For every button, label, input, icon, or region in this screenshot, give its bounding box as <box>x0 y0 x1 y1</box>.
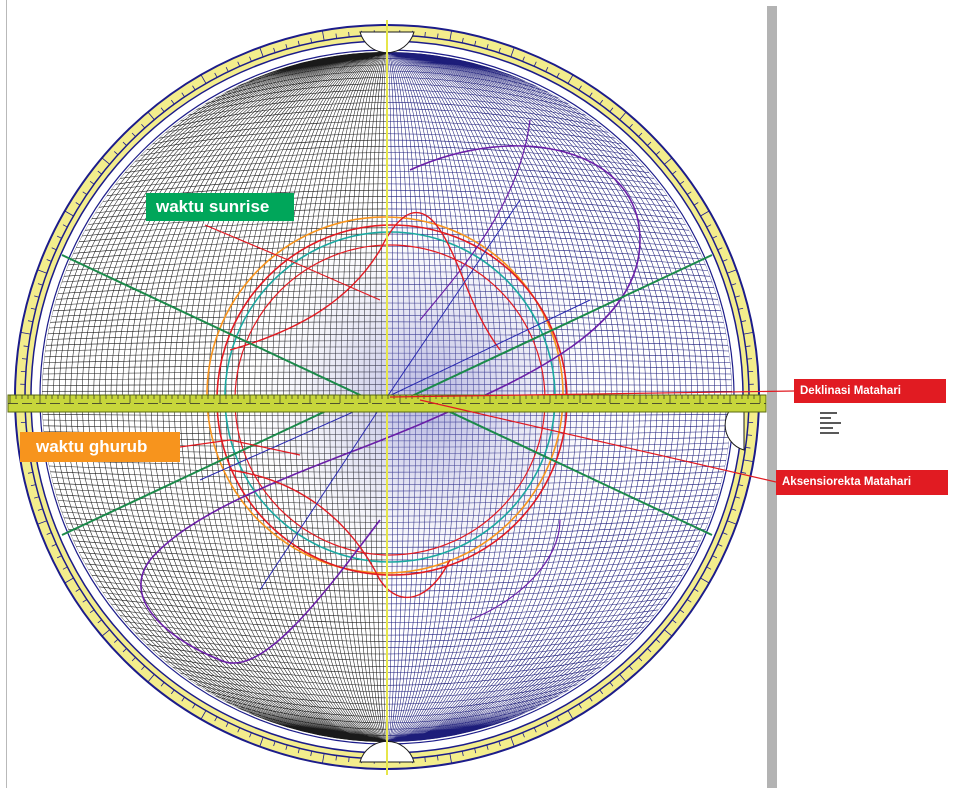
sunrise-label: waktu sunrise <box>146 193 294 221</box>
ghurub-label: waktu ghurub <box>20 432 180 462</box>
blue-radial-lines <box>199 199 591 591</box>
leader-lines <box>179 224 795 483</box>
page-left-border <box>6 0 7 788</box>
sunrise-leader <box>204 224 381 301</box>
ghurub-leader <box>179 439 301 456</box>
ruler-ticks <box>9 395 761 403</box>
red-curve <box>229 211 501 599</box>
deklinasi-leader <box>389 390 795 398</box>
align-left-icon[interactable] <box>819 409 845 435</box>
deklinasi-label: Deklinasi Matahari <box>794 379 946 403</box>
purple-curve <box>140 145 641 664</box>
aksensiorekta-leader <box>419 399 777 483</box>
vertical-scrollbar[interactable] <box>767 6 777 788</box>
purple-curve-2 <box>419 119 561 621</box>
aksensiorekta-label: Aksensiorekta Matahari <box>776 470 948 495</box>
ring-ticks <box>15 25 759 769</box>
